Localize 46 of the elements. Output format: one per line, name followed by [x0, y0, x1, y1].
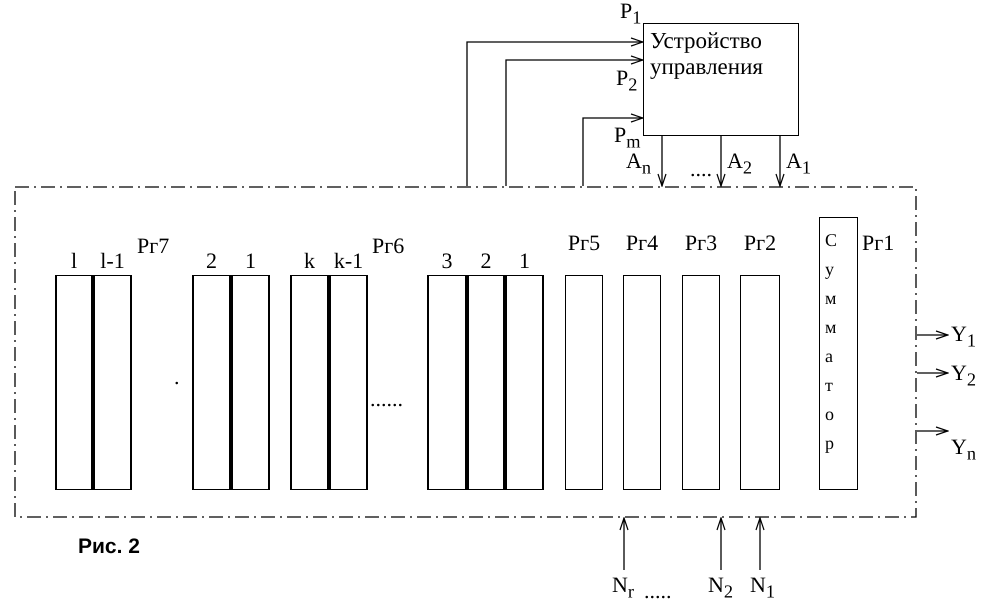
signal-label: Y$_{1}$ [951, 323, 976, 350]
signal-label: Y$_{n}$ [951, 436, 976, 463]
signal-label: A$_{1}$ [786, 150, 812, 177]
ellipsis: .... [690, 158, 712, 180]
arrow [716, 136, 726, 187]
ellipsis: . [174, 366, 180, 388]
signal-label: Y$_{2}$ [951, 362, 976, 389]
bit-number: 2 [480, 250, 492, 272]
arrow [657, 136, 667, 187]
arrow [505, 55, 644, 186]
arrow [716, 517, 726, 570]
arrow [917, 330, 949, 340]
figure-caption: Рис. 2 [78, 536, 140, 557]
bit-number: l-1 [99, 250, 126, 272]
bit-number: 2 [205, 250, 218, 272]
signal-label: N$_{1}$ [750, 574, 776, 601]
register-label: Рг6 [372, 235, 404, 257]
signal-label: P$_{m}$ [614, 124, 641, 151]
control-unit-box: Устройство управления [643, 23, 799, 136]
arrow [917, 368, 949, 378]
bit-number: 3 [440, 250, 454, 272]
arrow [755, 517, 765, 570]
bit-number: k-1 [332, 250, 364, 272]
register-label: Рг2 [742, 232, 778, 254]
bit-number: 1 [244, 250, 257, 272]
register-label: Рг3 [684, 232, 718, 254]
signal-label: A$_{2}$ [727, 150, 752, 177]
ellipsis: ...... [370, 388, 403, 410]
signal-label: P$_{2}$ [616, 67, 638, 94]
signal-label: P$_{1}$ [620, 0, 642, 27]
ellipsis: ..... [644, 580, 672, 602]
register-label: Рг7 [137, 235, 170, 257]
signal-label: N$_{2}$ [708, 574, 734, 601]
arrow [917, 426, 949, 436]
arrow [582, 113, 644, 186]
arrow [466, 37, 644, 186]
arrow [619, 517, 629, 570]
signal-label: N$_{r}$ [612, 574, 634, 601]
register-label: Рг1 [862, 232, 894, 254]
arrow [775, 136, 785, 187]
bit-number: 1 [518, 250, 531, 272]
signal-label: A$_{n}$ [626, 150, 652, 177]
register-label: Рг5 [566, 232, 602, 254]
adder-block: Сумматор [819, 217, 858, 490]
register-label: Рг4 [624, 232, 660, 254]
bit-number: l [70, 250, 78, 272]
